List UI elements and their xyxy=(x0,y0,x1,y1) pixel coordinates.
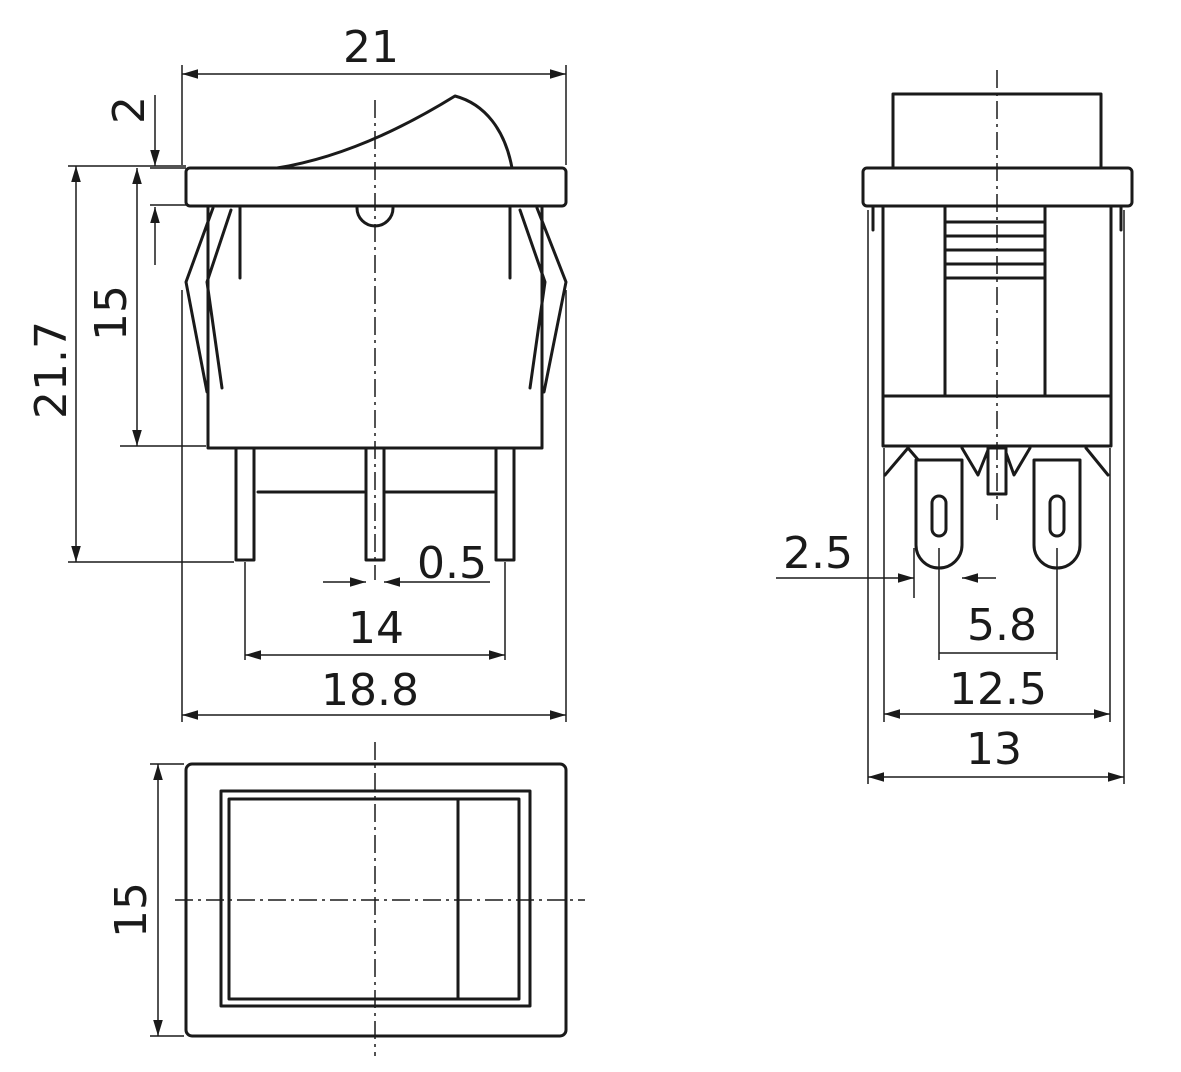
right-snap-clip xyxy=(535,206,568,394)
side-ribs xyxy=(943,220,1047,280)
side-view-dimensions xyxy=(776,210,1125,784)
left-snap-clip xyxy=(184,206,215,394)
side-barbs xyxy=(883,446,1110,477)
dim-width-13: 13 xyxy=(966,724,1022,775)
dim-pin-width-0-5: 0.5 xyxy=(417,538,487,589)
dim-height-2: 2 xyxy=(104,96,155,124)
dim-pin-spacing-5-8: 5.8 xyxy=(967,600,1037,651)
dim-pin-pitch-14: 14 xyxy=(348,603,404,654)
front-view xyxy=(184,94,568,580)
side-view xyxy=(861,70,1134,570)
dim-height-21-7: 21.7 xyxy=(26,321,77,419)
top-view xyxy=(175,742,585,1056)
top-view-dimensions xyxy=(150,763,184,1037)
dim-width-18-8: 18.8 xyxy=(321,665,419,716)
dim-height-15-front: 15 xyxy=(86,285,137,341)
side-solder-lugs xyxy=(914,458,1082,570)
front-view-dimensions xyxy=(68,65,567,722)
dim-width-12-5: 12.5 xyxy=(949,664,1047,715)
dim-width-21: 21 xyxy=(343,22,399,73)
dim-pin-offset-2-5: 2.5 xyxy=(783,528,853,579)
dim-height-15-top: 15 xyxy=(106,882,157,938)
rocker-actuator xyxy=(275,94,514,170)
front-flange xyxy=(184,166,568,208)
